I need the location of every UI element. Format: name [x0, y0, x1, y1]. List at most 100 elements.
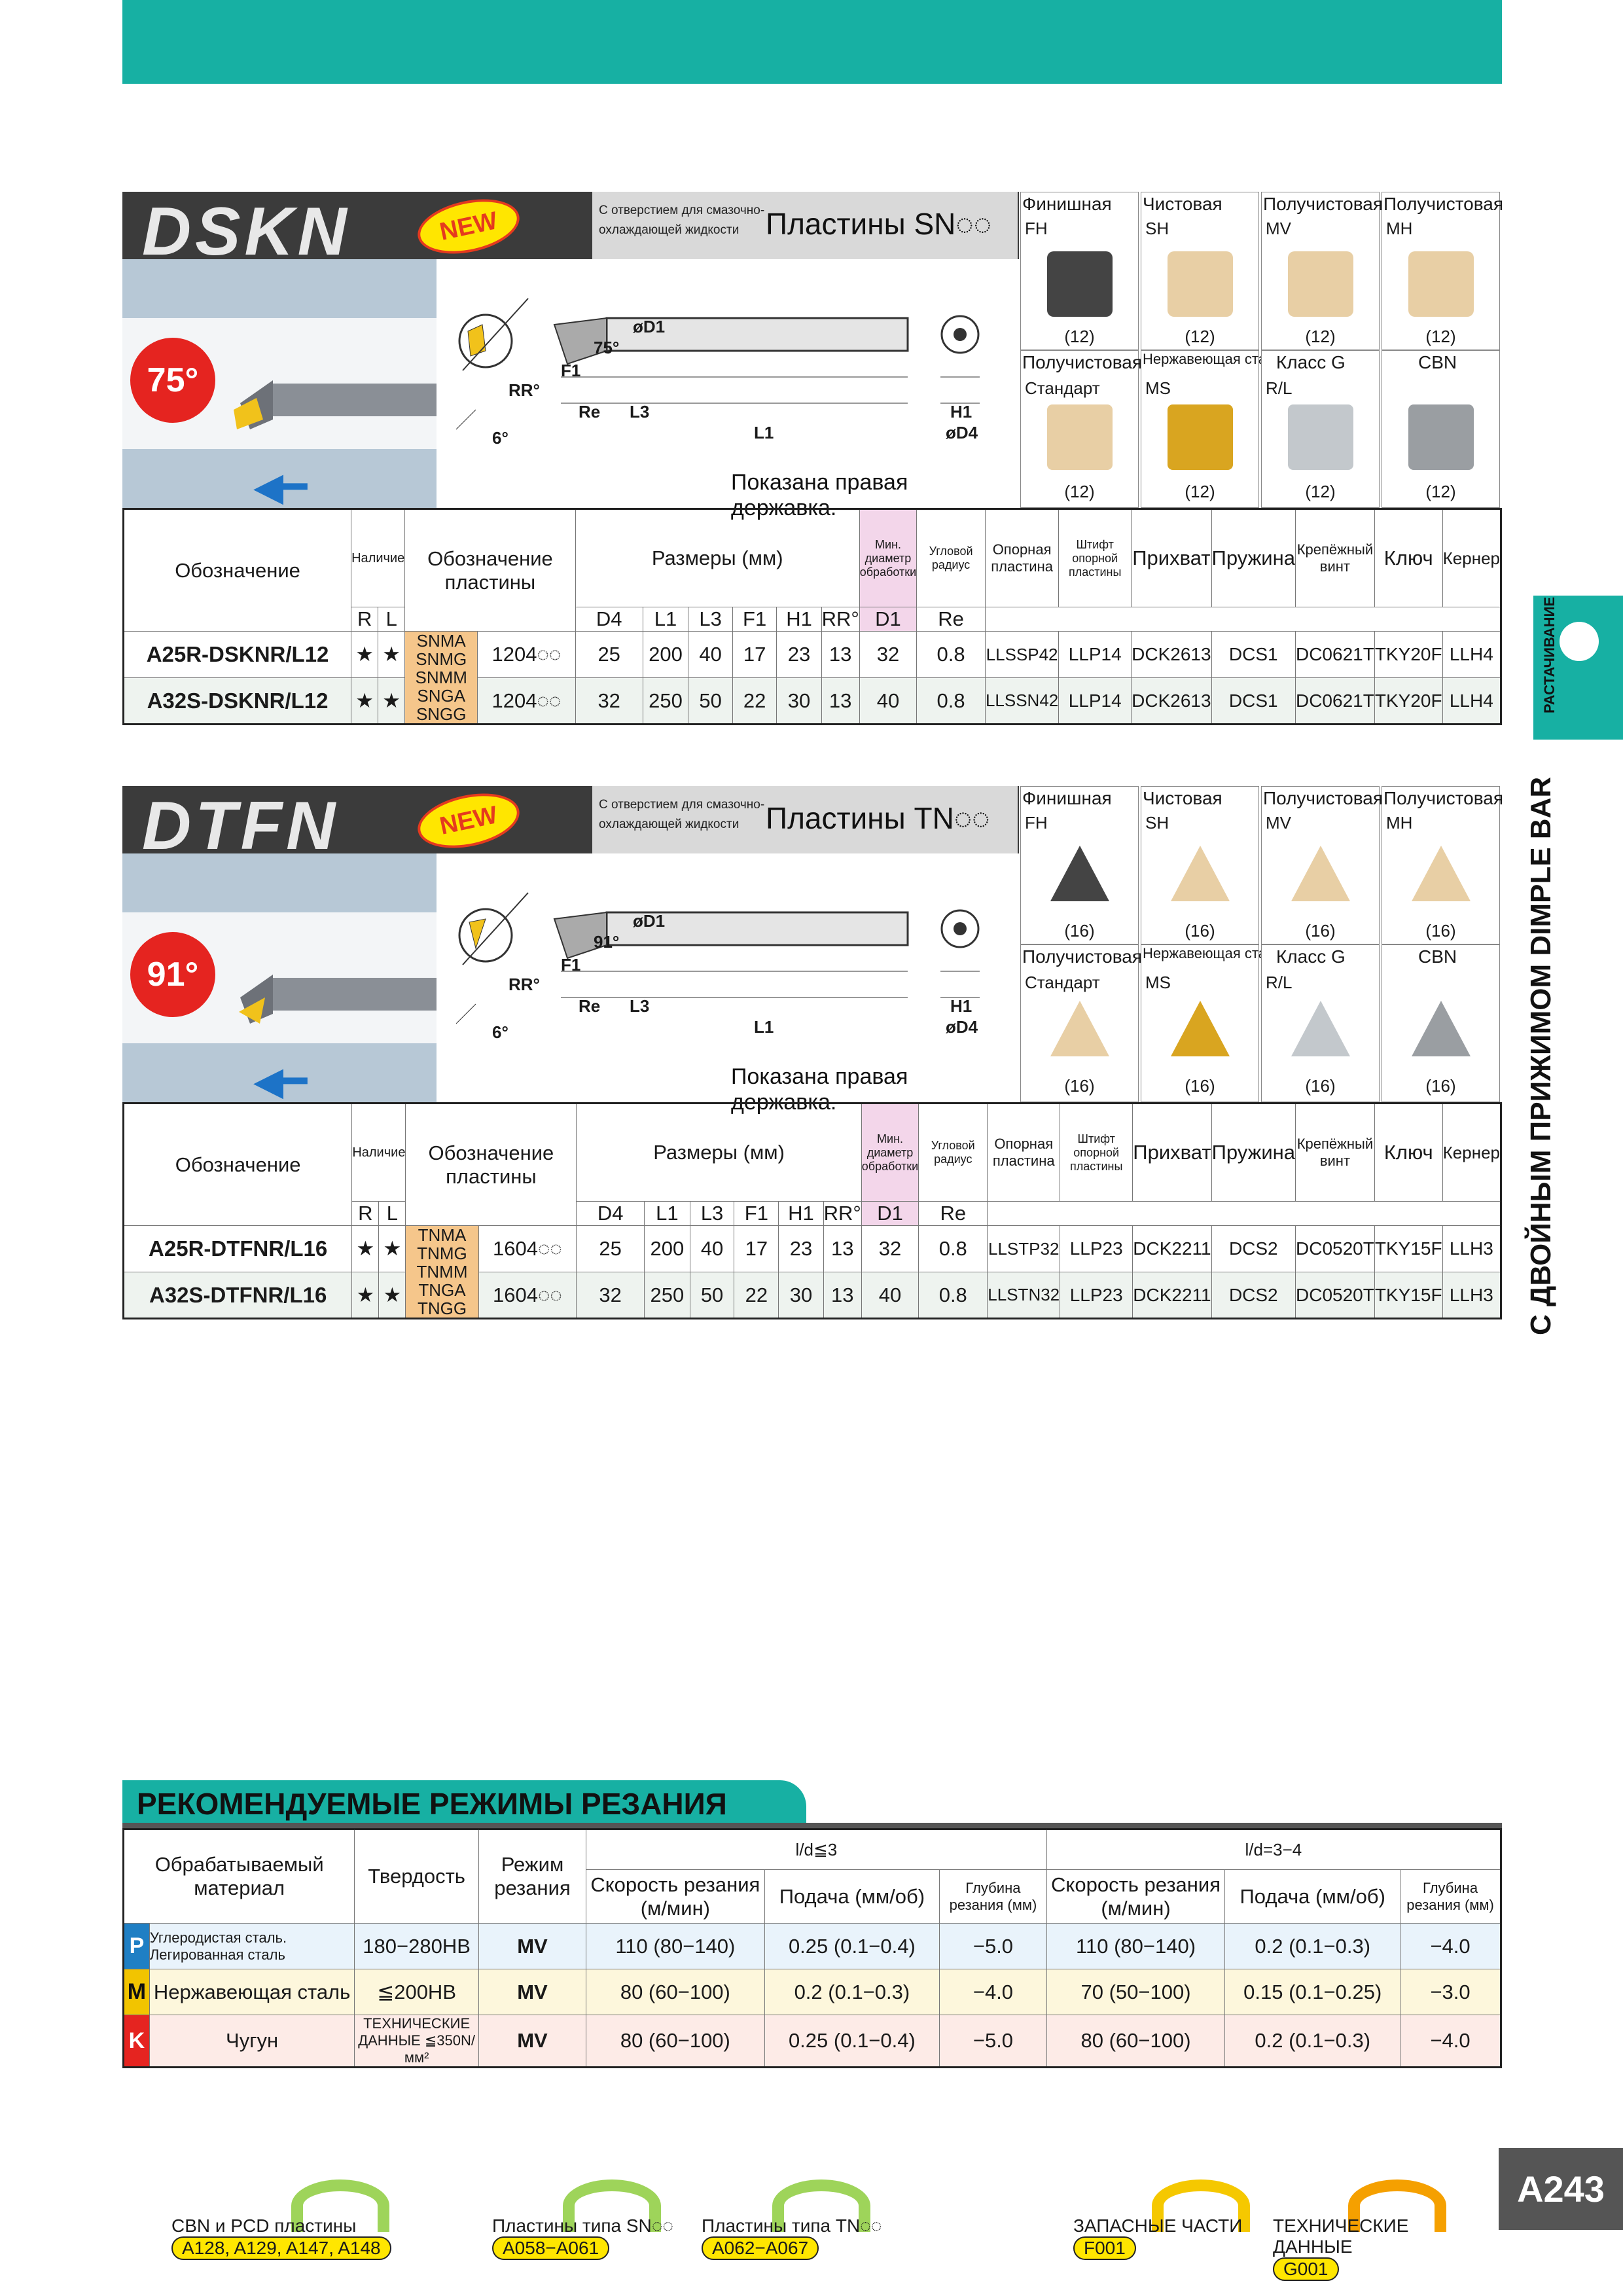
insert-yellow-icon	[1168, 404, 1233, 470]
hdr-speed: Скорость резания (м/мин)	[586, 1869, 765, 1924]
dim-h1: H1	[950, 402, 972, 422]
footer-ref-tn[interactable]: Пластины типа TN◌◌ A062−A067	[702, 2215, 911, 2260]
recommended-rule	[122, 1823, 1502, 1828]
section-header: DTFN NEW С отверстием для смазочно-охлаж…	[122, 785, 1019, 864]
group-badge: M	[123, 1969, 150, 2015]
row-shim: LLSTP32	[987, 1225, 1061, 1272]
new-badge: NEW	[412, 785, 525, 857]
row-spring: DCS2	[1211, 1225, 1296, 1272]
depth: −4.0	[939, 1969, 1047, 2015]
hdr-min-bore: Мин. диаметр обработки	[859, 509, 918, 607]
insert-grid: Финишная FH (16) Чистовая SH (16) Получи…	[1020, 786, 1503, 1102]
hdr-part-clamp: Прихват	[1132, 1103, 1212, 1202]
insert-ms: Нержавеющая сталь MS (16)	[1141, 944, 1282, 1102]
material: Нержавеющая сталь	[149, 1969, 355, 2015]
hdr-designation: Обозначение	[122, 509, 352, 632]
hdr-l3: L3	[689, 1201, 735, 1226]
speed: 70 (50−100)	[1046, 1969, 1226, 2015]
row-clamp: DCK2211	[1132, 1272, 1212, 1319]
depth: −4.0	[1400, 2015, 1501, 2068]
coolant-note: С отверстием для смазочно-охлаждающей жи…	[599, 798, 765, 831]
dim-f1: F1	[561, 955, 581, 975]
hdr-d4: D4	[575, 607, 643, 632]
spec-table: Обозначение Наличие Обозначение пластины…	[122, 1102, 1502, 1319]
row-screw: DC0621T	[1294, 631, 1375, 678]
hdr-l: L	[378, 607, 406, 632]
product-name: DTFN	[142, 788, 340, 864]
hdr-d1: D1	[859, 607, 918, 632]
hdr-group2: l/d=3−4	[1046, 1829, 1502, 1870]
row-d4: 32	[576, 1272, 645, 1319]
row-size: 1204◌◌	[477, 677, 576, 725]
row-l3: 40	[689, 1225, 735, 1272]
row-size: 1204◌◌	[477, 631, 576, 678]
row-d4: 32	[575, 677, 643, 725]
row-punch: LLH3	[1442, 1225, 1502, 1272]
hdr-corner-radius: Угловой радиус	[918, 1103, 988, 1202]
row-r: ★	[351, 1225, 380, 1272]
hdr-sizes: Размеры (мм)	[576, 1103, 862, 1202]
group-badge: K	[123, 2015, 150, 2068]
row-re: 0.8	[918, 1272, 988, 1319]
tool-illustration: 91° ◀━ øD1 91° F1 RR° Re L3 L1 H1 øD4 6°…	[122, 853, 1019, 1115]
row-l1: 250	[642, 677, 689, 725]
insert-gold-icon	[1171, 846, 1230, 901]
row-d4: 25	[575, 631, 643, 678]
hdr-f1: F1	[732, 607, 777, 632]
row-clamp: DCK2613	[1131, 677, 1212, 725]
row-d1: 32	[861, 1225, 919, 1272]
depth: −4.0	[1400, 1923, 1501, 1969]
row-shim: LLSSP42	[984, 631, 1060, 678]
hdr-insert: Обозначение пластины	[404, 509, 576, 632]
depth: −3.0	[1400, 1969, 1501, 2015]
footer-ref-sn[interactable]: Пластины типа SN◌◌ A058−A061	[492, 2215, 688, 2260]
dimension-drawing	[455, 298, 980, 430]
dim-angle: 91°	[594, 932, 620, 952]
feed-arrow-icon: ◀━	[253, 465, 308, 509]
insert-rl: Класс G R/L (12)	[1261, 350, 1380, 508]
insert-cbn: CBN (16)	[1382, 944, 1500, 1102]
hdr-mode: Режим резания	[478, 1829, 587, 1924]
hardness: 180−280HB	[354, 1923, 479, 1969]
insert-cbn: CBN (12)	[1382, 350, 1500, 508]
row-code: A32S-DTFNR/L16	[122, 1272, 353, 1319]
row-l: ★	[378, 1225, 406, 1272]
row-r: ★	[351, 631, 379, 678]
hdr-part-key: Ключ	[1374, 509, 1443, 607]
dim-d1: øD1	[633, 317, 666, 336]
hdr-l1: L1	[643, 1201, 690, 1226]
dim-re: Re	[579, 402, 601, 422]
feed-arrow-icon: ◀━	[253, 1059, 308, 1103]
row-shim: LLSTN32	[987, 1272, 1061, 1319]
footer-ref-parts[interactable]: ЗАПАСНЫЕ ЧАСТИ F001	[1073, 2215, 1263, 2260]
hdr-sizes: Размеры (мм)	[575, 509, 860, 607]
hdr-part-spring: Пружина	[1211, 509, 1296, 607]
insert-grid: Финишная FH (12) Чистовая SH (12) Получи…	[1020, 192, 1503, 508]
hdr-feed: Подача (мм/об)	[764, 1869, 940, 1924]
row-rr: 13	[821, 631, 860, 678]
hdr-l1: L1	[642, 607, 689, 632]
hdr-r: R	[351, 1201, 380, 1226]
row-r: ★	[351, 677, 379, 725]
footer-ref-tech[interactable]: ТЕХНИЧЕСКИЕ ДАННЫЕ G001	[1273, 2215, 1482, 2281]
row-f1: 22	[732, 677, 777, 725]
row-code: A32S-DSKNR/L12	[122, 677, 352, 725]
dim-six: 6°	[492, 428, 508, 448]
product-name: DSKN	[142, 194, 351, 270]
cutting-conditions-table: Обрабатываемый материал Твердость Режим …	[122, 1828, 1502, 2068]
row-d1: 32	[859, 631, 918, 678]
hdr-d1: D1	[861, 1201, 919, 1226]
row-l1: 200	[642, 631, 689, 678]
row-d4: 25	[576, 1225, 645, 1272]
insert-gold-icon	[1291, 846, 1350, 901]
hdr-material: Обрабатываемый материал	[122, 1829, 355, 1924]
hdr-h1: H1	[778, 1201, 824, 1226]
boring-bar-drawing	[239, 975, 437, 1024]
insert-gray-icon	[1408, 404, 1474, 470]
tool-illustration: 75° ◀━ øD1 75° F1 RR° Re L3 L1 H1 øD4 6°…	[122, 259, 1019, 520]
footer-ref-cbn[interactable]: CBN и PCD пластины A128, A129, A147, A14…	[171, 2215, 486, 2260]
row-code: A25R-DSKNR/L12	[122, 631, 352, 678]
hdr-feed: Подача (мм/об)	[1224, 1869, 1401, 1924]
dim-d1: øD1	[633, 911, 666, 931]
hdr-l3: L3	[688, 607, 733, 632]
